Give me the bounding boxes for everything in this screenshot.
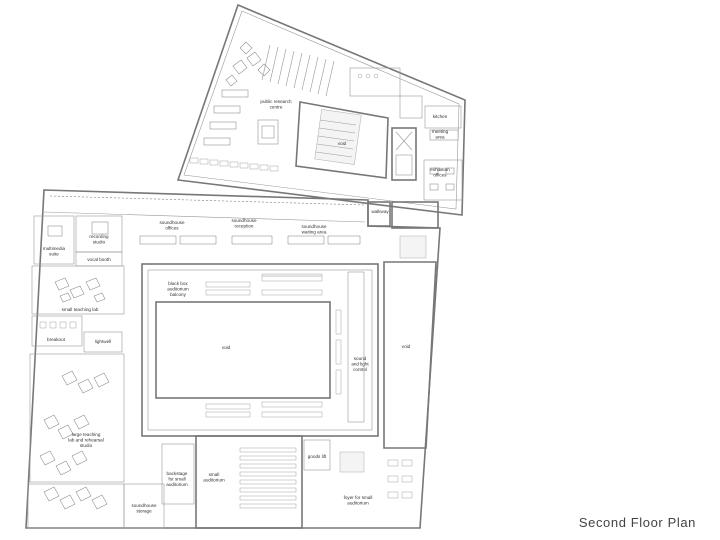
main-top-dash bbox=[49, 195, 366, 206]
label-void-right: void bbox=[402, 344, 411, 349]
void-top-stair-treads bbox=[315, 119, 357, 158]
goods-lift-shaft bbox=[303, 439, 331, 471]
label-void-top: void bbox=[338, 141, 347, 146]
label-walkway: walkway bbox=[371, 209, 389, 214]
balcony-seats-side bbox=[335, 309, 342, 395]
label-lightwell: lightwell bbox=[95, 339, 111, 344]
central-void bbox=[155, 301, 331, 399]
upper-wing-inner-line bbox=[183, 10, 460, 210]
shelving-rows bbox=[261, 44, 335, 97]
stair-strip bbox=[261, 273, 323, 277]
void-top-frame bbox=[295, 101, 389, 179]
label-breakout: breakout bbox=[47, 337, 66, 342]
main-building-outline bbox=[25, 189, 441, 529]
walkway-bridge bbox=[367, 201, 439, 229]
breakout-seats bbox=[39, 321, 77, 329]
backstage-room bbox=[161, 443, 195, 505]
stair-lower bbox=[339, 451, 365, 473]
void-top-stair bbox=[314, 109, 362, 165]
office-desks bbox=[139, 235, 361, 245]
label-small-teaching-lab: small teaching lab bbox=[62, 307, 99, 312]
exhibition-office-room bbox=[423, 159, 463, 201]
research-desk-pods bbox=[225, 41, 271, 87]
small-lab-pods bbox=[54, 277, 106, 303]
control-room bbox=[347, 271, 365, 423]
desk-row-bottom bbox=[189, 157, 279, 172]
label-goods-lift: goods lift bbox=[308, 454, 327, 459]
reading-tables bbox=[203, 89, 279, 146]
main-building bbox=[25, 189, 441, 529]
label-vocal-booth: vocal booth bbox=[87, 257, 111, 262]
storage-room bbox=[123, 483, 165, 529]
right-void bbox=[383, 261, 437, 449]
small-auditorium-outline bbox=[195, 435, 303, 529]
foyer-seats bbox=[387, 459, 413, 499]
small-auditorium-seats bbox=[239, 447, 297, 509]
kitchen-room bbox=[424, 105, 462, 129]
large-lab-pods bbox=[39, 370, 110, 510]
balcony-seats-bottom bbox=[205, 401, 323, 418]
plan-title: Second Floor Plan bbox=[578, 515, 696, 530]
upper-wing-outline bbox=[176, 3, 466, 216]
meeting-table bbox=[429, 129, 459, 141]
toilets-upper bbox=[349, 67, 423, 119]
label-void-center: void bbox=[222, 345, 231, 350]
upper-wing bbox=[176, 3, 466, 216]
lift-core bbox=[391, 127, 417, 181]
stair-right bbox=[399, 235, 427, 259]
left-rooms bbox=[27, 215, 125, 529]
balcony-seats-top bbox=[205, 275, 323, 296]
label-kitchen: kitchen bbox=[433, 114, 448, 119]
